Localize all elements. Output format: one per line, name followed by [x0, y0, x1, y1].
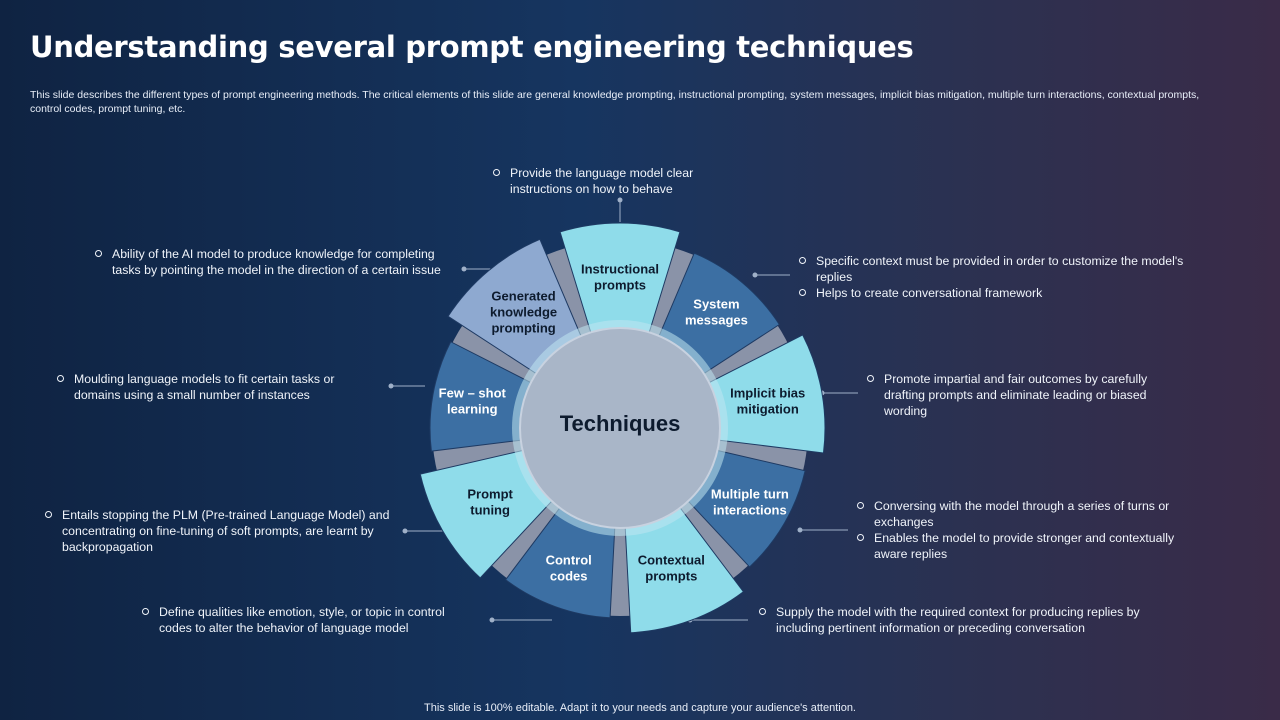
description-prompt-tuning: Entails stopping the PLM (Pre-trained La…	[44, 507, 394, 555]
connector-dot	[461, 266, 467, 272]
description-instructional-prompts: Provide the language model clear instruc…	[492, 165, 727, 197]
segment-label: Control	[546, 552, 592, 567]
segment-label: knowledge	[490, 305, 557, 320]
segment-label: Instructional	[581, 261, 659, 276]
description-multiple-turn-interactions: Conversing with the model through a seri…	[856, 498, 1206, 562]
slide-subtitle: This slide describes the different types…	[30, 89, 1200, 115]
segment-label: Prompt	[467, 486, 513, 501]
description-control-codes: Define qualities like emotion, style, or…	[141, 604, 476, 636]
slide-footer: This slide is 100% editable. Adapt it to…	[424, 702, 856, 714]
connector-dot	[752, 272, 758, 278]
connector-dot	[388, 383, 394, 389]
segment-label: codes	[550, 568, 588, 583]
description-contextual-prompts: Supply the model with the required conte…	[758, 604, 1158, 636]
center-label: Techniques	[560, 411, 681, 436]
segment-label: prompts	[594, 277, 646, 292]
connector-dot	[402, 528, 408, 534]
segment-label: tuning	[470, 502, 510, 517]
bullet-item: Specific context must be provided in ord…	[798, 253, 1218, 285]
connector-dot	[617, 197, 623, 203]
segment-label: mitigation	[737, 401, 799, 416]
bullet-item: Entails stopping the PLM (Pre-trained La…	[44, 507, 394, 555]
segment-label: messages	[685, 313, 748, 328]
bullet-item: Supply the model with the required conte…	[758, 604, 1158, 636]
bullet-item: Ability of the AI model to produce knowl…	[94, 246, 454, 278]
slide-title: Understanding several prompt engineering…	[30, 30, 914, 64]
description-few-shot-learning: Moulding language models to fit certain …	[56, 371, 371, 403]
segment-label: Contextual	[638, 552, 705, 567]
bullet-item: Promote impartial and fair outcomes by c…	[866, 371, 1176, 419]
segment-label: interactions	[713, 502, 787, 517]
bullet-item: Enables the model to provide stronger an…	[856, 530, 1206, 562]
segment-label: learning	[447, 401, 498, 416]
description-system-messages: Specific context must be provided in ord…	[798, 253, 1218, 301]
connector-dot	[489, 617, 495, 623]
segment-label: Generated	[491, 289, 555, 304]
segment-label: prompting	[491, 321, 555, 336]
description-generated-knowledge-prompting: Ability of the AI model to produce knowl…	[94, 246, 454, 278]
center-disc	[519, 327, 721, 529]
segment-label: Few – shot	[439, 385, 507, 400]
segment-label: System	[693, 297, 739, 312]
bullet-item: Conversing with the model through a seri…	[856, 498, 1206, 530]
segment-label: Multiple turn	[711, 486, 789, 501]
segment-label: Implicit bias	[730, 385, 805, 400]
bullet-item: Helps to create conversational framework	[798, 285, 1218, 301]
segment-label: prompts	[645, 568, 697, 583]
connector-dot	[797, 527, 803, 533]
bullet-item: Moulding language models to fit certain …	[56, 371, 371, 403]
bullet-item: Define qualities like emotion, style, or…	[141, 604, 476, 636]
description-implicit-bias-mitigation: Promote impartial and fair outcomes by c…	[866, 371, 1176, 419]
bullet-item: Provide the language model clear instruc…	[492, 165, 727, 197]
